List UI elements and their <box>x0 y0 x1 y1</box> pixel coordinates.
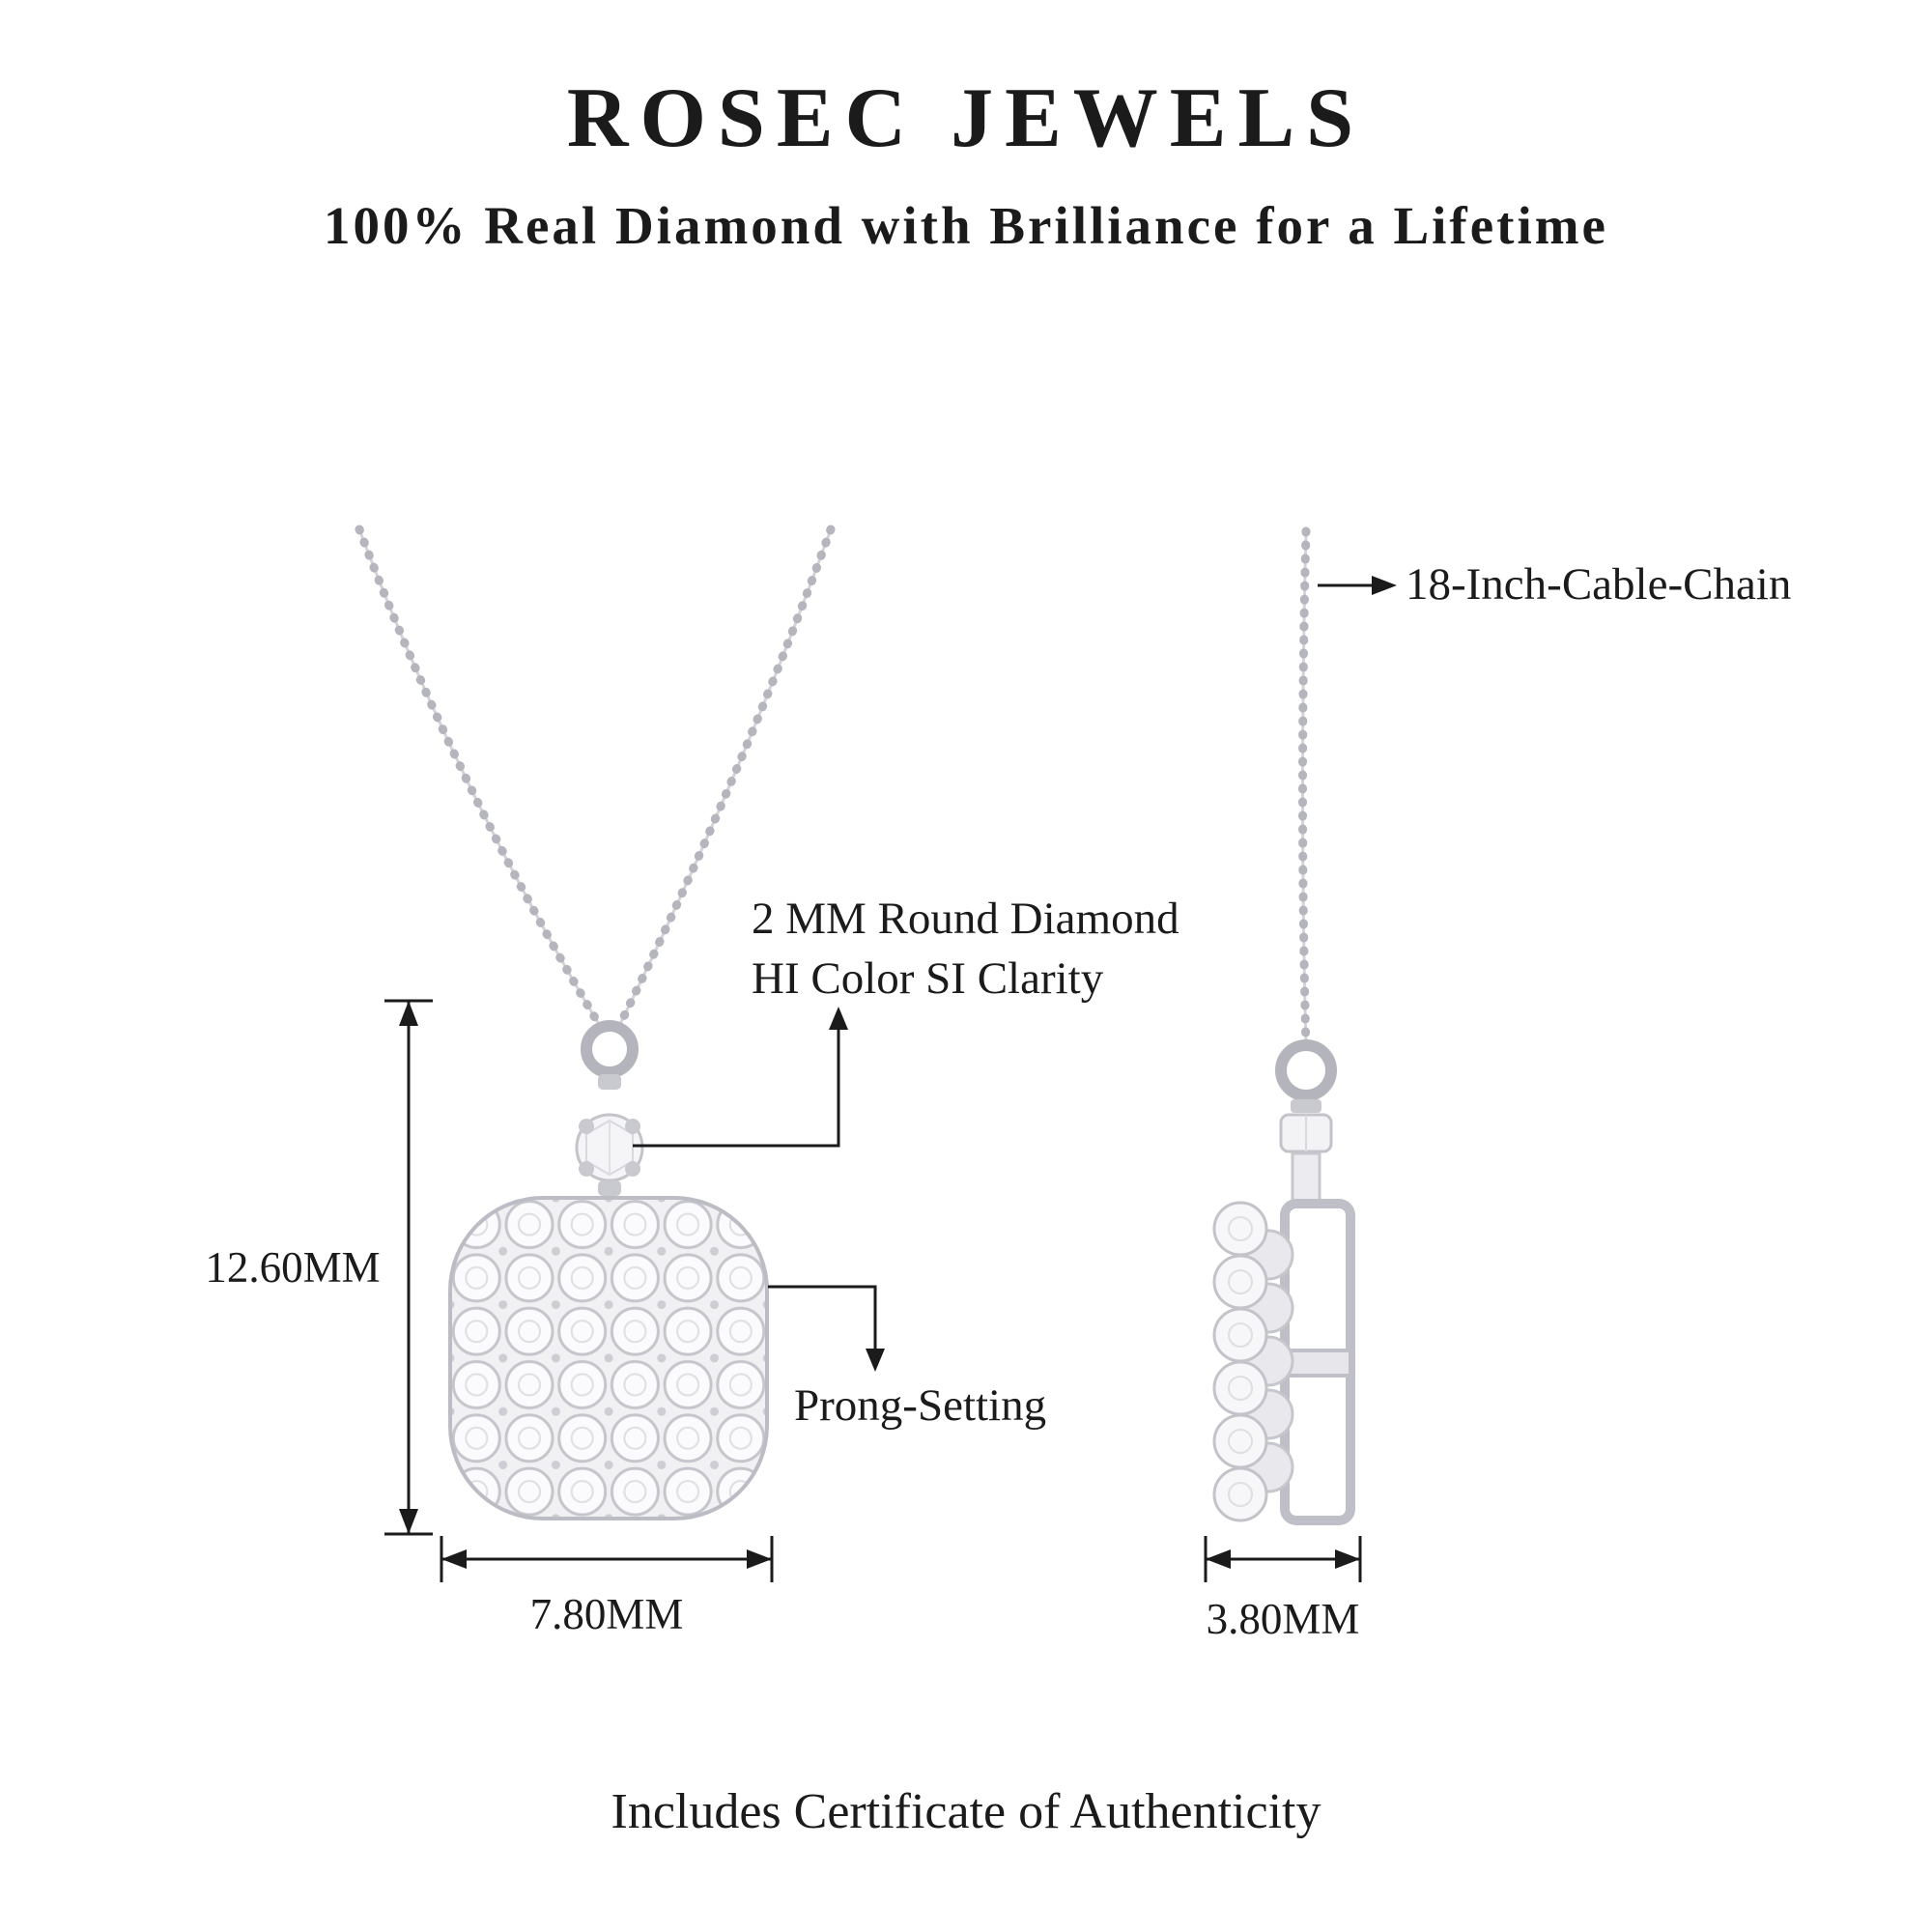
side-pendant <box>1212 1039 1355 1525</box>
side-stone-column-front <box>1212 1201 1268 1522</box>
depth-dimension-line <box>1204 1536 1362 1582</box>
chain-callout-label: 18-Inch-Cable-Chain <box>1406 559 1792 610</box>
side-chain <box>1298 526 1311 1052</box>
front-cluster <box>448 1196 769 1520</box>
prong-callout-arrow <box>768 1285 885 1372</box>
diamond-callout-label-line1: 2 MM Round Diamond <box>752 894 1179 944</box>
certificate-note: Includes Certificate of Authenticity <box>611 1784 1321 1839</box>
front-chain <box>355 525 836 1031</box>
prong-callout-label: Prong-Setting <box>794 1380 1047 1431</box>
height-dimension-label: 12.60MM <box>205 1243 381 1292</box>
front-pendant <box>448 1020 769 1520</box>
depth-dimension-label: 3.80MM <box>1206 1595 1360 1643</box>
brand-title: ROSEC JEWELS <box>566 71 1366 165</box>
diamond-callout-label-line2: HI Color SI Clarity <box>752 953 1104 1004</box>
diamond-callout-arrow <box>633 1007 848 1148</box>
chain-callout-arrow <box>1318 576 1397 595</box>
tagline: 100% Real Diamond with Brilliance for a … <box>324 196 1608 255</box>
front-bail <box>581 1020 639 1078</box>
height-dimension-line <box>384 999 433 1536</box>
width-dimension-label: 7.80MM <box>529 1590 684 1638</box>
side-bail <box>1275 1039 1337 1101</box>
width-dimension-line <box>440 1536 774 1582</box>
